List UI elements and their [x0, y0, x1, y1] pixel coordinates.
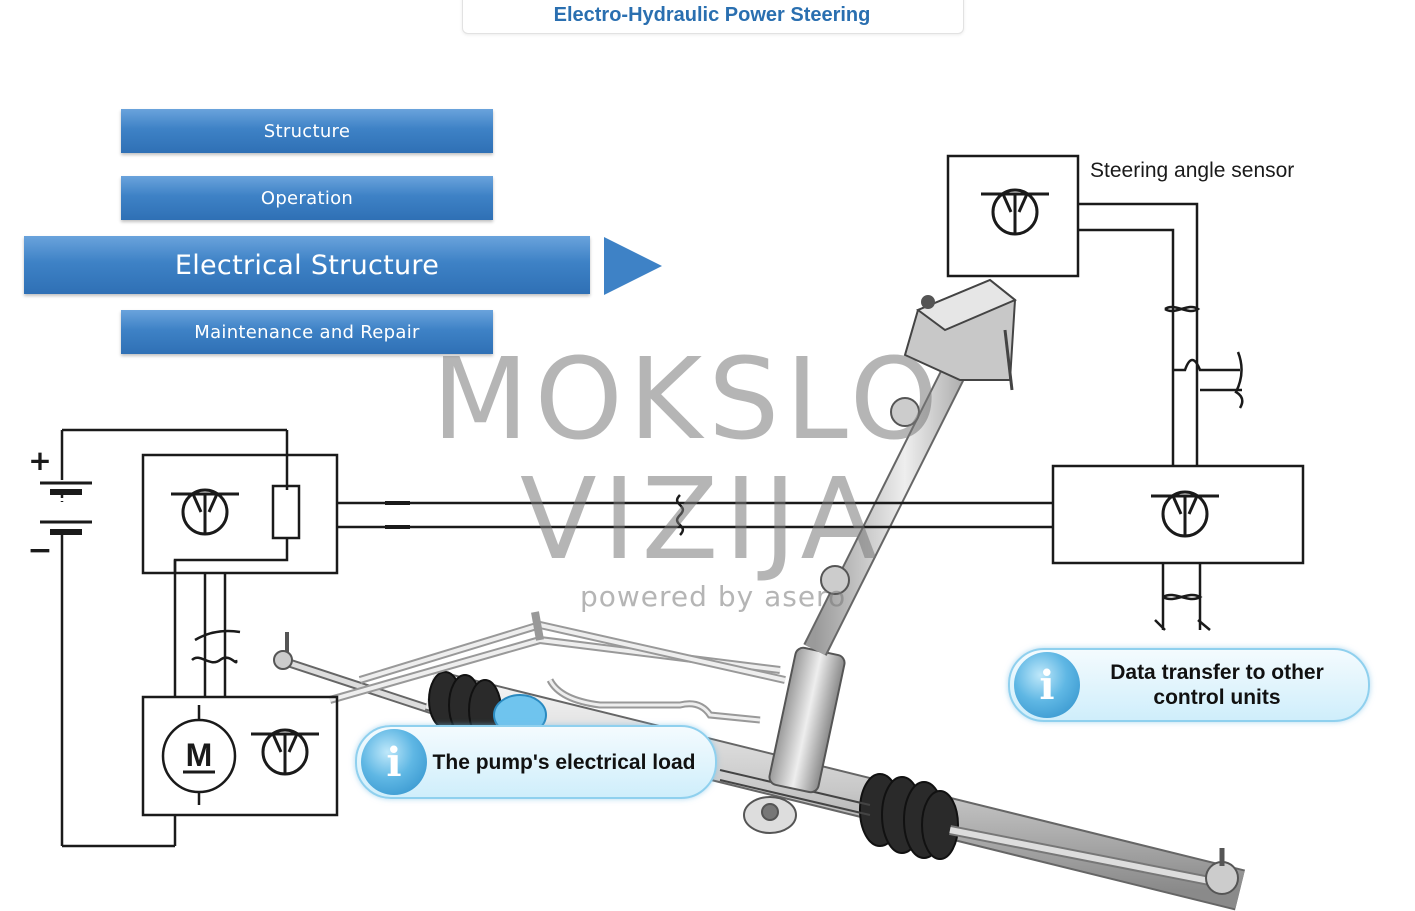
transistor-icons — [171, 188, 1219, 776]
data-transfer-info[interactable]: i Data transfer to other control units — [1008, 648, 1370, 722]
battery-plus: + — [28, 444, 51, 477]
motor-label: M — [186, 737, 213, 773]
steering-angle-sensor-label: Steering angle sensor — [1090, 159, 1295, 182]
watermark-line3: powered by asero — [580, 580, 847, 613]
page-title: Electro-Hydraulic Power Steering — [553, 4, 871, 26]
info-icon: i — [361, 729, 427, 795]
menu-structure-button[interactable]: Structure — [121, 109, 493, 153]
steering-rack — [273, 278, 1246, 911]
menu-operation-button[interactable]: Operation — [121, 176, 493, 220]
active-arrow-icon — [604, 237, 662, 295]
battery-minus: − — [27, 533, 52, 568]
watermark-line1: MOKSLO — [432, 335, 944, 465]
pump-load-info[interactable]: i The pump's electrical load — [355, 725, 717, 799]
wiring — [40, 154, 1305, 848]
pump-load-text: The pump's electrical load — [432, 750, 696, 774]
menu-maintenance-button[interactable]: Maintenance and Repair — [121, 310, 493, 354]
watermark-line2: VIZIJA — [520, 455, 884, 585]
data-transfer-text: Data transfer to other control units — [1110, 661, 1324, 709]
title-bar — [462, 0, 964, 34]
info-icon: i — [1014, 652, 1080, 718]
menu-electrical-structure-button[interactable]: Electrical Structure — [24, 236, 590, 294]
